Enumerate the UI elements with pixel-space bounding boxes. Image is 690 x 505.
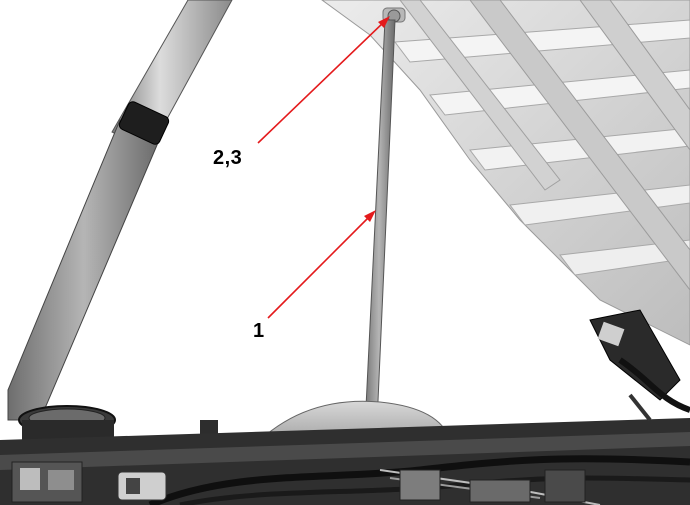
arrowhead-2-3	[378, 16, 390, 28]
chassis	[0, 400, 690, 505]
callout-label-2-3: 2,3	[213, 147, 243, 169]
hydraulic-cylinder	[589, 309, 690, 422]
leader-line-1	[267, 213, 373, 319]
leader-line-2-3	[257, 19, 387, 144]
tipper-body	[321, 0, 690, 346]
callout-leader-lines	[257, 16, 390, 319]
callout-label-1: 1	[253, 320, 265, 342]
arrowhead-1	[364, 210, 376, 222]
gas-strut-left	[7, 0, 233, 421]
